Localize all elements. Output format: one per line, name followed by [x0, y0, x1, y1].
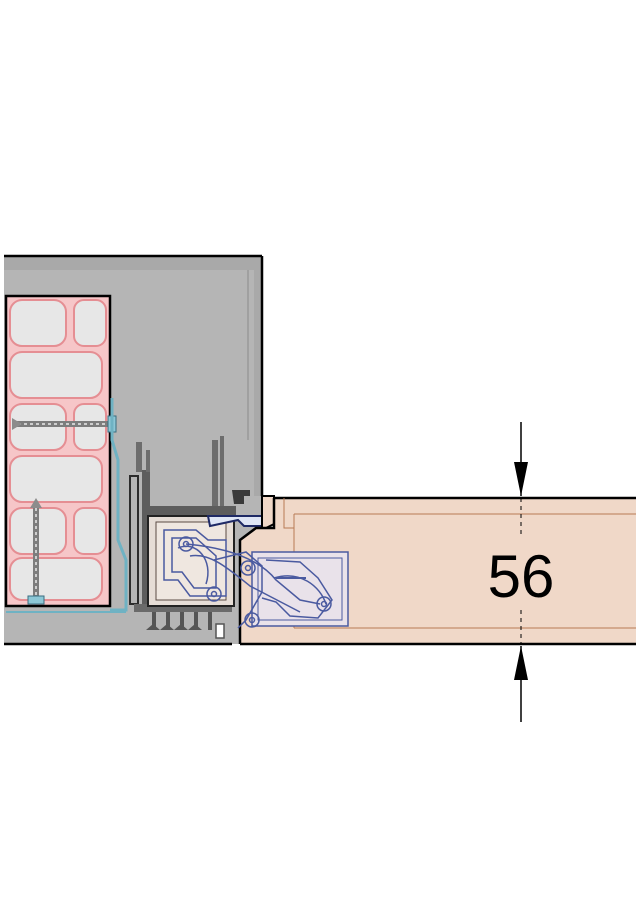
- anchor-screw-lower: [27, 498, 45, 605]
- dimension-value: 56: [488, 543, 555, 610]
- dimension-56: 56: [488, 422, 555, 722]
- brick-cells: [9, 299, 107, 601]
- frame-fasteners: [146, 612, 212, 630]
- concealed-hinge: [163, 529, 333, 629]
- door-hinge-pocket: [251, 551, 349, 627]
- gasket-seal: [206, 495, 275, 532]
- brick-wall: [4, 294, 112, 608]
- mounting-bracket: [6, 398, 128, 613]
